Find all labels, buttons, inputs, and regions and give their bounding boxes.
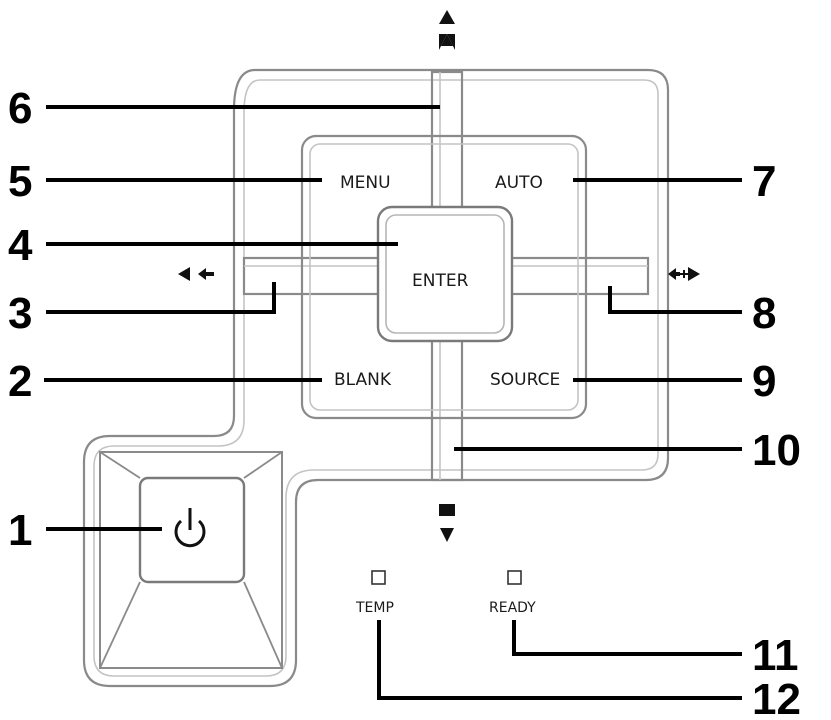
menu-label: MENU: [340, 173, 391, 193]
auto-label: AUTO: [495, 173, 543, 193]
arrow-right-icon: [668, 267, 700, 281]
callout-5: 5: [8, 157, 32, 206]
temp-indicator: TEMP: [355, 570, 394, 616]
svg-text:TEMP: TEMP: [355, 600, 394, 616]
enter-label: ENTER: [412, 271, 469, 291]
svg-text:READY: READY: [489, 600, 536, 616]
callout-10: 10: [752, 426, 801, 475]
power-icon: [174, 508, 206, 548]
enter-button[interactable]: [376, 205, 514, 343]
callout-6: 6: [8, 84, 32, 133]
callout-12: 12: [752, 675, 801, 720]
callout-4: 4: [8, 221, 33, 270]
callout-1: 1: [8, 506, 32, 555]
ready-indicator: READY: [489, 570, 536, 616]
callout-9: 9: [752, 357, 776, 406]
callout-2: 2: [8, 357, 32, 406]
callout-11: 11: [752, 631, 799, 680]
callout-7: 7: [752, 157, 776, 206]
callout-3: 3: [8, 289, 32, 338]
callout-8: 8: [752, 289, 776, 338]
key-group-frame: [300, 134, 588, 420]
blank-label: BLANK: [334, 370, 392, 390]
callout-leaders: [44, 105, 742, 700]
source-label: SOURCE: [490, 370, 560, 390]
arrow-left-icon: [178, 267, 214, 281]
panel-outline: [82, 68, 670, 688]
arrow-up-icon: [439, 10, 455, 50]
arrow-down-icon: [439, 504, 455, 542]
power-button[interactable]: [99, 451, 283, 669]
